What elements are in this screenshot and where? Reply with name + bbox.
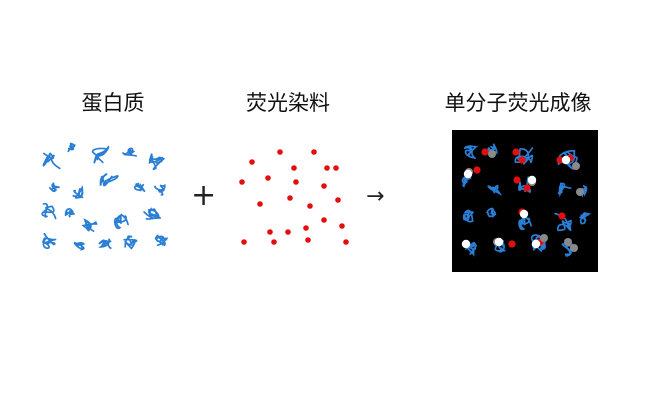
protein-molecule: [113, 213, 129, 229]
dye-signal: [481, 148, 489, 156]
protein-molecule: [123, 235, 138, 250]
plus-sign: +: [191, 178, 217, 213]
dye-signal: [556, 156, 564, 164]
gray-signal: [570, 244, 578, 252]
protein-molecule: [154, 234, 169, 247]
dye-dot: [335, 197, 341, 203]
bright-spot: [531, 239, 541, 249]
dye-dot: [285, 229, 291, 235]
dye-signal: [558, 212, 566, 220]
dye-dot: [271, 239, 277, 245]
gray-signal: [576, 188, 584, 196]
gray-signal: [572, 162, 580, 170]
dye-dot: [293, 179, 299, 185]
protein-molecule: [48, 182, 60, 193]
protein-label: 蛋白质: [81, 91, 145, 115]
gray-signal: [564, 238, 572, 246]
protein-molecule: [133, 182, 146, 192]
dye-dot: [343, 239, 349, 245]
dye-dot: [241, 239, 247, 245]
dye-dot: [277, 149, 283, 155]
imaged-protein: [461, 176, 472, 188]
imaged-protein: [554, 212, 572, 232]
imaged-protein: [462, 209, 474, 223]
imaged-protein: [530, 234, 546, 252]
protein-molecule: [148, 153, 166, 171]
dye-label: 荧光染料: [246, 91, 330, 115]
bright-spot: [561, 155, 571, 165]
dye-signal: [473, 166, 481, 174]
dye-dot: [307, 203, 313, 209]
bright-spot: [527, 175, 537, 185]
arrow-sign: →: [366, 184, 385, 209]
imaging-label: 单分子荧光成像: [444, 91, 592, 115]
dye-dot: [339, 223, 345, 229]
dye-dot: [321, 183, 327, 189]
dye-dot: [265, 175, 271, 181]
dye-signal: [513, 176, 521, 184]
dye-dot: [239, 179, 245, 185]
dye-signal: [512, 148, 520, 156]
dye-dot: [287, 195, 293, 201]
dye-dot: [291, 165, 297, 171]
imaged-protein: [486, 207, 497, 218]
bright-spot: [463, 169, 473, 179]
single-molecule-imaging-panel: [452, 130, 598, 272]
dye-dot: [324, 165, 330, 171]
dye-dot: [267, 229, 273, 235]
dye-dot: [303, 225, 309, 231]
imaged-protein: [487, 184, 503, 196]
protein-molecule: [67, 142, 76, 153]
dye-dot: [257, 201, 263, 207]
protein-molecule: [73, 241, 85, 251]
protein-molecule: [91, 145, 110, 164]
dye-signal: [508, 240, 516, 248]
protein-molecule: [122, 147, 137, 157]
bright-spot: [461, 239, 471, 249]
protein-molecule: [154, 184, 166, 196]
bright-spot: [494, 237, 504, 247]
protein-molecule: [72, 185, 84, 199]
protein-molecules-panel: [41, 142, 169, 251]
protein-molecule: [143, 207, 161, 220]
imaged-protein: [557, 181, 572, 198]
dye-dot: [333, 165, 339, 171]
protein-molecule: [81, 218, 98, 232]
dye-dot: [321, 217, 327, 223]
protein-molecule: [64, 207, 75, 218]
protein-molecule: [42, 152, 61, 170]
gray-signal: [488, 150, 496, 158]
imaged-protein: [463, 145, 479, 160]
imaged-protein: [518, 216, 532, 231]
dye-signal: [518, 156, 526, 164]
protein-molecule: [41, 232, 57, 249]
gray-signal: [540, 234, 548, 242]
protein-molecule: [99, 173, 119, 187]
imaged-protein: [464, 241, 477, 257]
imaged-protein: [579, 212, 592, 225]
protein-molecule: [98, 238, 112, 249]
dye-dot: [311, 149, 317, 155]
protein-molecule: [41, 202, 57, 220]
dye-dot: [305, 237, 311, 243]
dye-dot: [249, 159, 255, 165]
fluorescent-dye-panel: [239, 149, 349, 245]
bright-spot: [519, 209, 529, 219]
dye-signal: [523, 184, 531, 192]
